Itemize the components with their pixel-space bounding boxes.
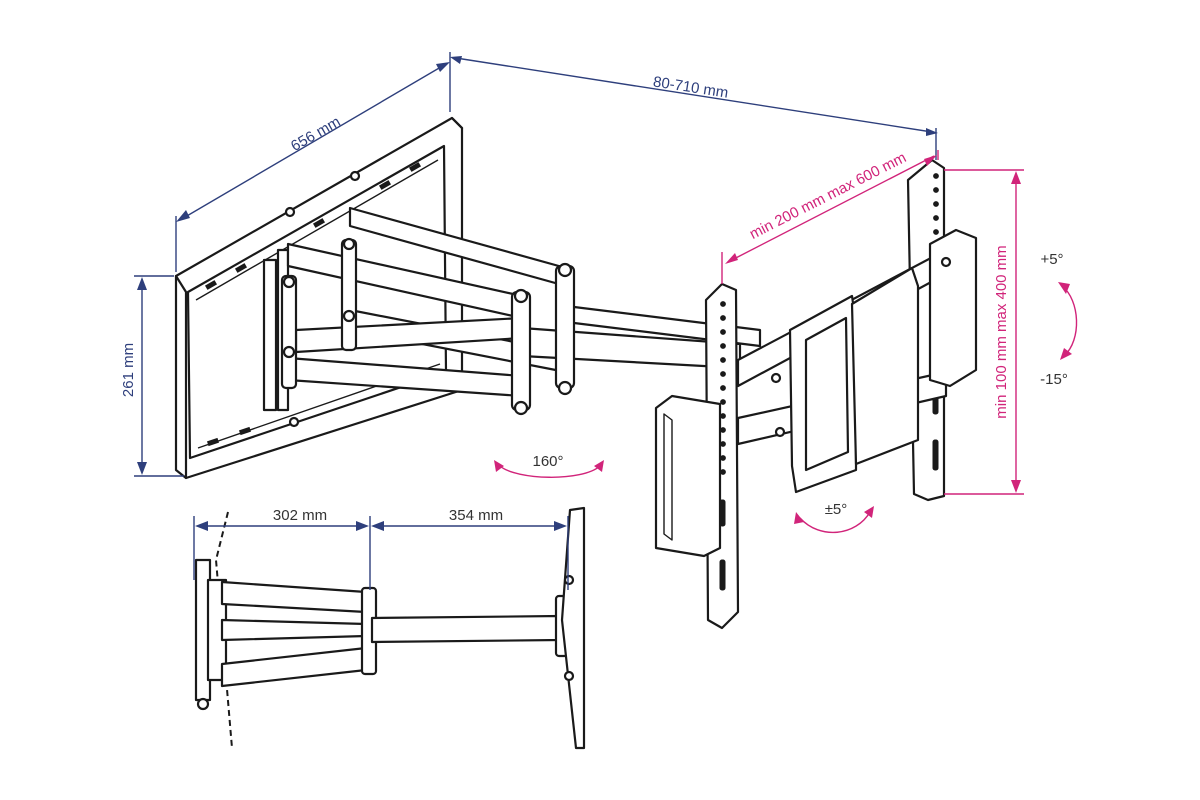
dimension-side-arms: 302 mm 354 mm xyxy=(193,507,569,590)
tilt-up-label: +5° xyxy=(1040,251,1063,268)
side-view xyxy=(194,506,586,750)
vesa-vertical-label: min 100 mm max 400 mm xyxy=(993,245,1010,418)
tilt-down-label: -15° xyxy=(1040,371,1068,388)
dimension-depth-total: 80-710 mm xyxy=(449,52,938,160)
wall-plate xyxy=(174,116,464,480)
rotation-indicator: ±5° xyxy=(794,501,874,534)
arm-length-label: 656 mm xyxy=(288,113,343,155)
depth-total-label: 80-710 mm xyxy=(652,73,730,101)
vesa-horizontal-label: min 200 mm max 600 mm xyxy=(747,149,909,243)
articulating-arms xyxy=(280,206,762,416)
rotation-label: ±5° xyxy=(825,501,848,518)
side-arm-1-label: 302 mm xyxy=(273,507,327,524)
side-arm-2-label: 354 mm xyxy=(449,507,503,524)
swivel-label: 160° xyxy=(532,453,563,470)
swivel-indicator: 160° xyxy=(494,453,604,478)
dimension-vesa-vertical: min 100 mm max 400 mm xyxy=(944,169,1024,495)
dimension-vesa-horizontal: min 200 mm max 600 mm xyxy=(721,149,939,284)
tv-bracket xyxy=(654,158,978,630)
wall-plate-height-label: 261 mm xyxy=(120,343,137,397)
dimension-wall-plate-height: 261 mm xyxy=(120,275,184,477)
tilt-indicator: +5° -15° xyxy=(1040,251,1078,388)
